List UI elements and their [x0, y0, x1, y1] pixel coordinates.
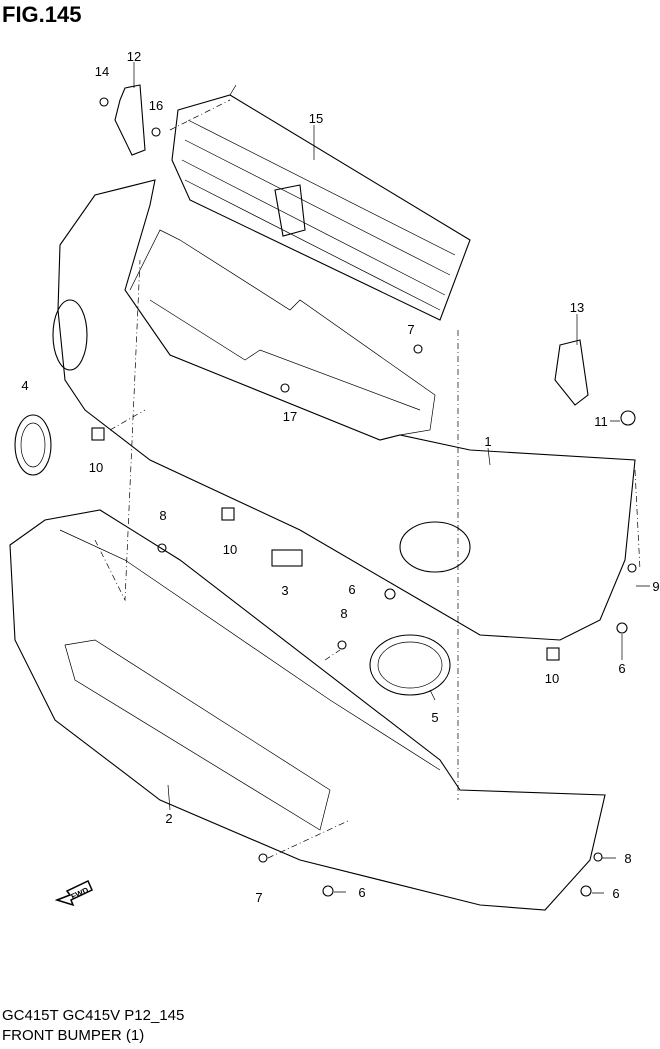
- leader-lines: [133, 62, 650, 894]
- callout-1: 1: [484, 434, 491, 449]
- callout-16: 16: [149, 98, 163, 113]
- callout-2: 2: [165, 811, 172, 826]
- guide-lines: [94, 99, 641, 859]
- callout-15: 15: [309, 111, 323, 126]
- callout-12: 12: [127, 49, 141, 64]
- callout-17: 17: [283, 409, 297, 424]
- callout-5: 5: [431, 710, 438, 725]
- callout-9: 9: [652, 579, 659, 594]
- fwd-arrow-icon: FWD: [54, 879, 93, 907]
- callout-7: 7: [255, 890, 262, 905]
- callout-6: 6: [618, 661, 625, 676]
- model-code: GC415T GC415V P12_145: [2, 1007, 185, 1024]
- section-title: FRONT BUMPER (1): [2, 1027, 145, 1044]
- bracket-part-12: [114, 84, 146, 156]
- callout-8: 8: [159, 508, 166, 523]
- callout-7: 7: [407, 322, 414, 337]
- callout-11: 11: [594, 414, 608, 429]
- bumper-cover-part-1: [52, 179, 636, 641]
- clips: [91, 97, 637, 897]
- callout-6: 6: [348, 582, 355, 597]
- fog-lamp-bezel-part-5: [369, 634, 451, 696]
- figure-title: FIG.145: [2, 2, 82, 27]
- callout-10: 10: [89, 460, 103, 475]
- callout-8: 8: [624, 851, 631, 866]
- callout-14: 14: [95, 64, 109, 79]
- callout-13: 13: [570, 300, 584, 315]
- callout-10: 10: [545, 671, 559, 686]
- callout-6: 6: [358, 885, 365, 900]
- callout-4: 4: [21, 378, 28, 393]
- callout-6: 6: [612, 886, 619, 901]
- callout-3: 3: [281, 583, 288, 598]
- callout-8: 8: [340, 606, 347, 621]
- callout-10: 10: [223, 542, 237, 557]
- bumper-lower-part-2: [9, 509, 606, 911]
- fog-lamp-bezel-part-4: [14, 414, 52, 476]
- grille-part-15: [171, 84, 471, 321]
- bracket-part-13: [554, 339, 589, 406]
